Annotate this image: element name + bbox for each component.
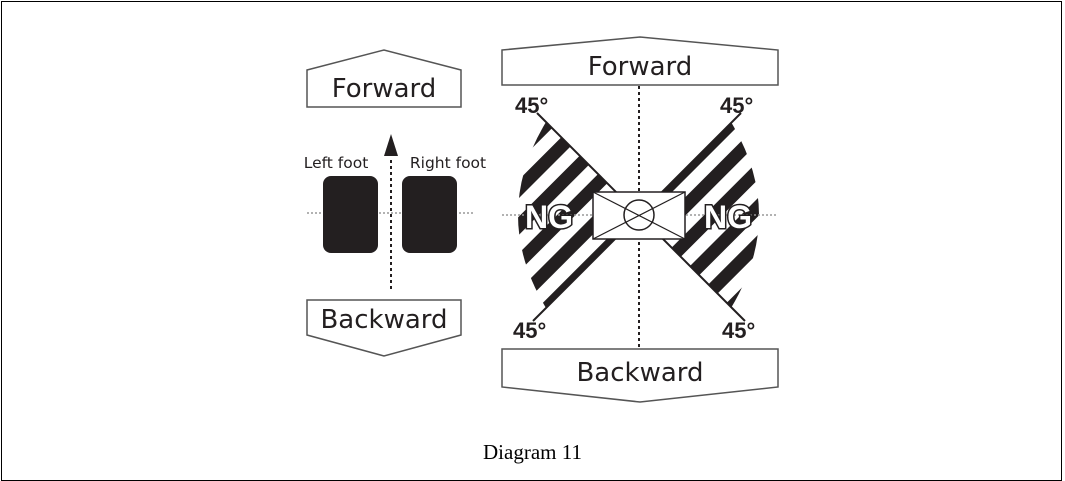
- backward-label-right: Backward: [576, 358, 703, 388]
- angle-label-bottom-right: 45°: [722, 318, 755, 343]
- left-foot-pad: [323, 176, 378, 253]
- right-foot-pad: [402, 176, 457, 253]
- left-diagram: Forward Backward Left foot Right foot: [304, 49, 486, 357]
- forward-arrow-icon: [384, 134, 398, 156]
- center-circle: [623, 199, 655, 231]
- backward-arrow-box-left: [306, 299, 462, 357]
- right-foot-label: Right foot: [410, 154, 486, 172]
- ng-label-left: NG: [525, 199, 573, 235]
- backward-label-left: Backward: [320, 305, 447, 335]
- angle-label-top-left: 45°: [515, 93, 548, 118]
- forward-label-right: Forward: [588, 52, 693, 82]
- right-diagram: Forward Backward NG NG 45° 45° 45° 45°: [501, 36, 779, 403]
- forward-arrow-box-right: [501, 36, 779, 86]
- forward-arrow-box-left: [306, 49, 462, 108]
- angle-label-bottom-left: 45°: [513, 318, 546, 343]
- board-diagonal-2: [592, 191, 686, 240]
- ng-label-right: NG: [704, 199, 752, 235]
- diagram-caption: Diagram 11: [483, 440, 582, 464]
- forward-label-left: Forward: [332, 74, 437, 104]
- left-foot-label: Left foot: [304, 154, 369, 172]
- backward-arrow-box-right: [501, 348, 779, 403]
- angle-label-top-right: 45°: [720, 93, 753, 118]
